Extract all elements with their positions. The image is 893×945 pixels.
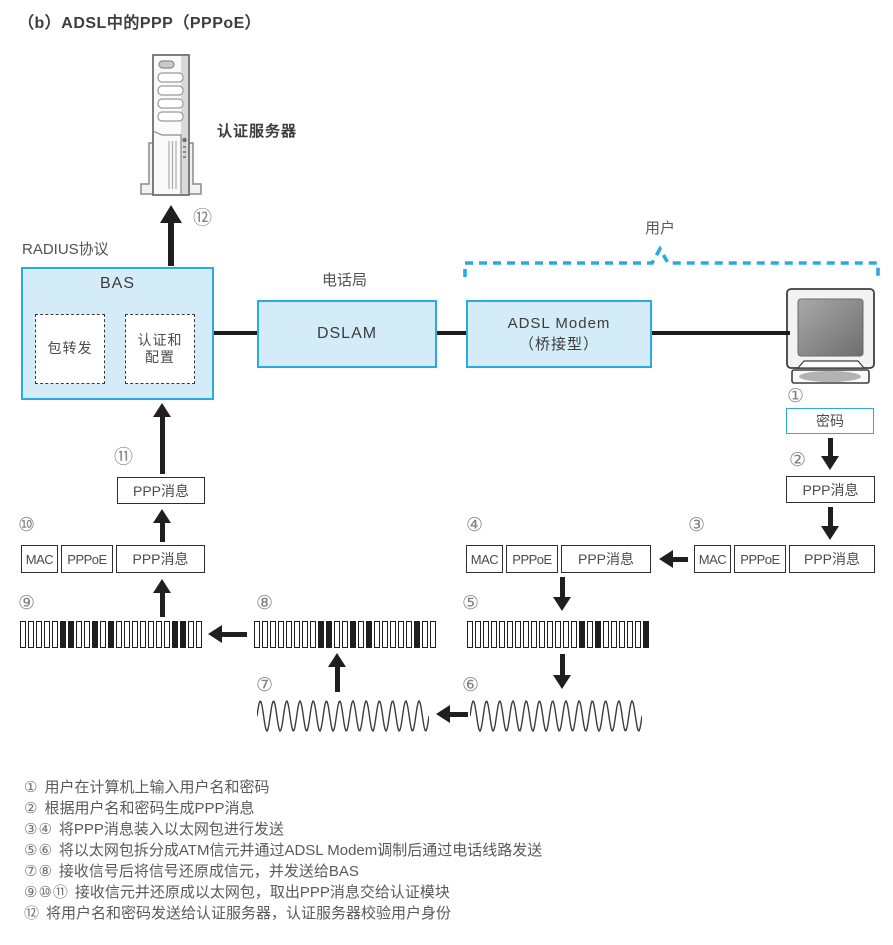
pppoe-box-step3: PPPoE: [734, 545, 786, 573]
pppoe-box-step4: PPPoE: [506, 545, 558, 573]
step-9-badge: ⑨: [18, 593, 36, 614]
step-5-badge: ⑤: [462, 593, 480, 614]
pppoe-box-step10: PPPoE: [61, 545, 113, 573]
atm-cell-stream-step5: [467, 621, 651, 648]
step-12-badge: ⑫: [193, 208, 213, 229]
ppp-message-box-step4: PPP消息: [561, 545, 651, 573]
wire-modem-computer: [652, 331, 790, 335]
wire-bas-dslam: [214, 331, 257, 335]
step-1-badge: ①: [787, 386, 805, 407]
modulated-signal-wave-step7: [257, 699, 429, 733]
bas-title: BAS: [99, 275, 135, 292]
user-label: 用户: [645, 220, 676, 237]
computer-icon: [786, 288, 875, 384]
atm-cell-stream-step8: [254, 621, 438, 648]
password-box: 密码: [786, 408, 874, 434]
radius-protocol-label: RADIUS协议: [22, 241, 109, 258]
step-2-badge: ②: [789, 450, 807, 471]
ppp-message-box-step3: PPP消息: [789, 545, 875, 573]
mac-box-step4: MAC: [466, 545, 503, 573]
step-6-badge: ⑥: [462, 675, 480, 696]
bas-node: BAS 包转发 认证和 配置: [21, 267, 214, 400]
step-11-badge: ⑪: [114, 447, 134, 468]
page-title: （b）ADSL中的PPP（PPPoE）: [18, 15, 262, 32]
atm-cell-stream-step9: [20, 621, 204, 648]
mac-box-step3: MAC: [694, 545, 731, 573]
user-scope-brace: [463, 245, 880, 277]
dslam-node: DSLAM: [257, 300, 437, 368]
mac-box-step10: MAC: [21, 545, 58, 573]
adsl-modem-node: ADSL Modem （桥接型）: [466, 300, 652, 368]
ppp-message-box-step11: PPP消息: [117, 477, 205, 504]
bas-module-packet-forward: 包转发: [35, 314, 105, 384]
step-7-badge: ⑦: [256, 675, 274, 696]
bas-module-auth-config: 认证和 配置: [125, 314, 195, 384]
auth-server-label: 认证服务器: [217, 123, 298, 140]
ppp-message-box-step2: PPP消息: [786, 476, 875, 503]
step-3-badge: ③: [688, 515, 706, 536]
auth-server-icon: [140, 54, 202, 196]
step-8-badge: ⑧: [256, 593, 274, 614]
central-office-label: 电话局: [322, 272, 368, 289]
modulated-signal-wave-step6: [470, 699, 642, 733]
step-10-badge: ⑩: [18, 515, 36, 536]
wire-dslam-modem: [437, 331, 466, 335]
step-4-badge: ④: [466, 515, 484, 536]
ppp-message-box-step10: PPP消息: [116, 545, 205, 573]
